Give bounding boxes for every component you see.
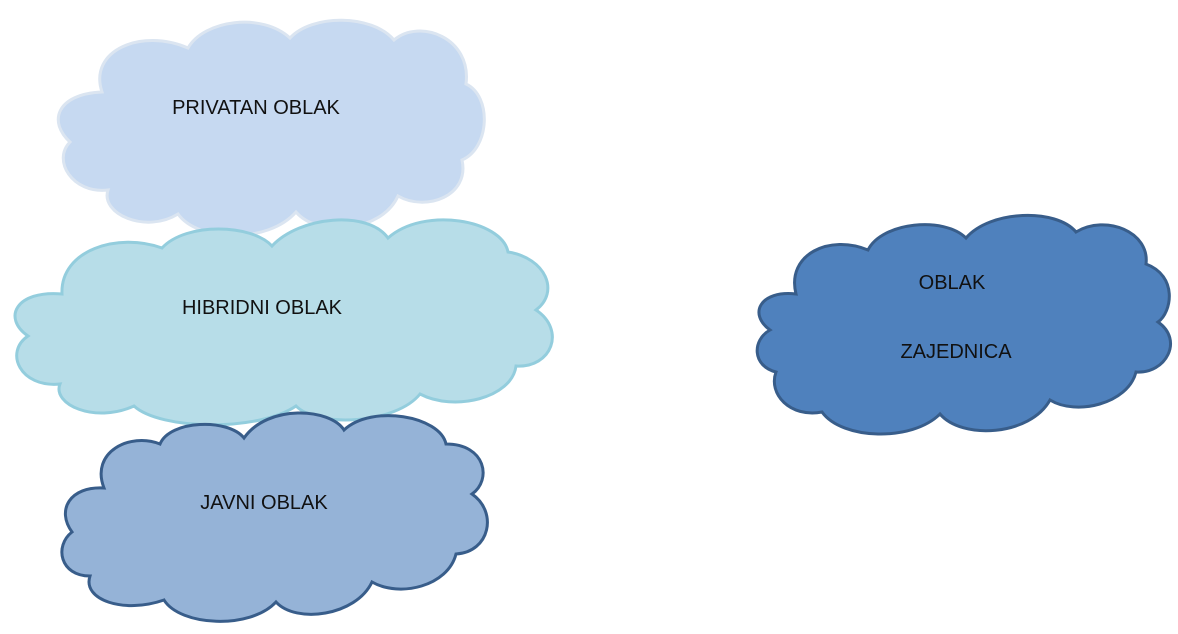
hybrid-cloud-label: HIBRIDNI OBLAK: [182, 297, 343, 319]
hybrid-cloud: HIBRIDNI OBLAK: [13, 218, 554, 427]
hybrid-cloud-stroke: [13, 218, 554, 427]
private-cloud-stroke: [56, 18, 486, 237]
public-cloud-shape: [61, 412, 488, 622]
community-cloud-label-line-1: OBLAK: [919, 272, 986, 294]
private-cloud-shape: [58, 20, 485, 236]
private-cloud-label: PRIVATAN OBLAK: [172, 97, 340, 119]
private-cloud: PRIVATAN OBLAK: [56, 18, 486, 237]
public-cloud: JAVNI OBLAK: [60, 411, 489, 623]
community-cloud: OBLAK ZAJEDNICA: [755, 214, 1172, 436]
community-cloud-stroke: [755, 214, 1172, 436]
public-cloud-label: JAVNI OBLAK: [200, 492, 328, 514]
hybrid-cloud-shape: [15, 219, 553, 425]
community-cloud-label-line-2: ZAJEDNICA: [900, 341, 1012, 363]
community-cloud-shape: [757, 215, 1171, 435]
public-cloud-stroke: [60, 411, 489, 623]
